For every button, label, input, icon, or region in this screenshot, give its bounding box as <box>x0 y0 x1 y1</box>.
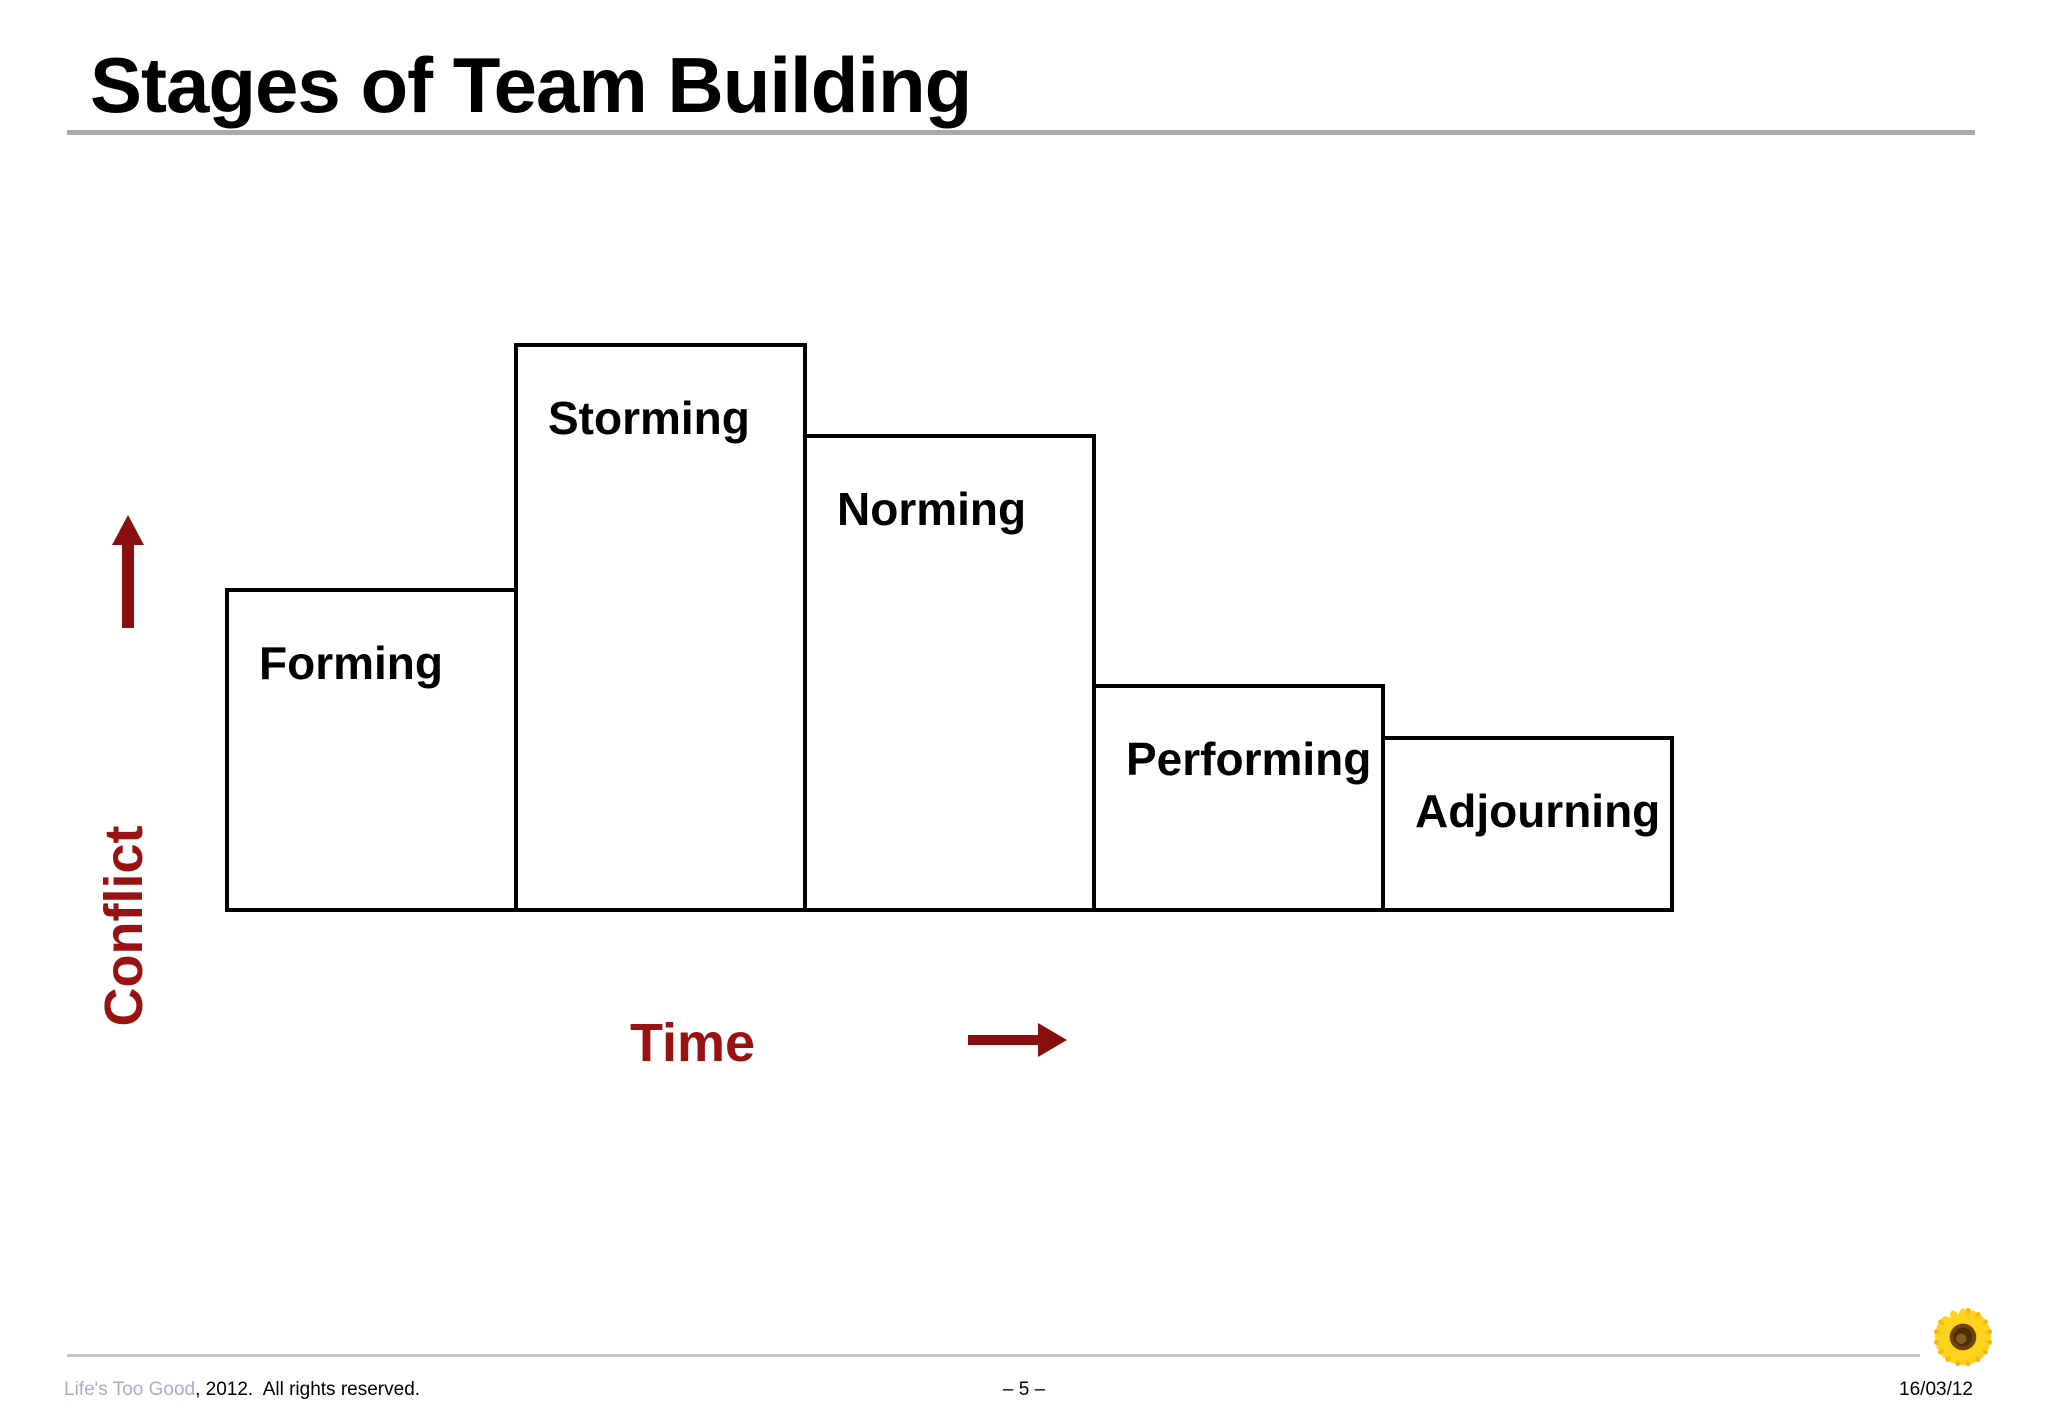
bar-label-performing: Performing <box>1126 733 1372 785</box>
footer-divider <box>67 1354 1920 1357</box>
bar-storming: Storming <box>514 343 807 912</box>
bar-label-norming: Norming <box>837 483 1027 535</box>
credit-link[interactable]: Life's Too Good <box>64 1379 196 1400</box>
bar-norming: Norming <box>803 434 1096 912</box>
bar-performing: Performing <box>1092 684 1385 912</box>
sunflower-logo-icon <box>1934 1308 1992 1366</box>
time-right-arrow-icon <box>968 1023 1067 1057</box>
footer-credit: Life's Too Good, 2012. All rights reserv… <box>64 1379 420 1401</box>
bar-adjourning: Adjourning <box>1381 736 1674 912</box>
slide-date: 16/03/12 <box>1899 1379 1973 1400</box>
slide-title: Stages of Team Building <box>90 41 972 129</box>
y-axis-label-conflict: Conflict <box>94 825 154 1027</box>
credit-text: , 2012. All rights reserved. <box>195 1379 421 1400</box>
bar-forming: Forming <box>225 588 518 912</box>
conflict-up-arrow-icon <box>112 515 144 628</box>
page-number: – 5 – <box>1002 1379 1046 1400</box>
bar-label-storming: Storming <box>548 392 750 444</box>
x-axis-label-time: Time <box>630 1013 756 1073</box>
bar-label-adjourning: Adjourning <box>1415 785 1661 837</box>
bar-label-forming: Forming <box>259 637 443 689</box>
title-underline <box>67 130 1975 135</box>
